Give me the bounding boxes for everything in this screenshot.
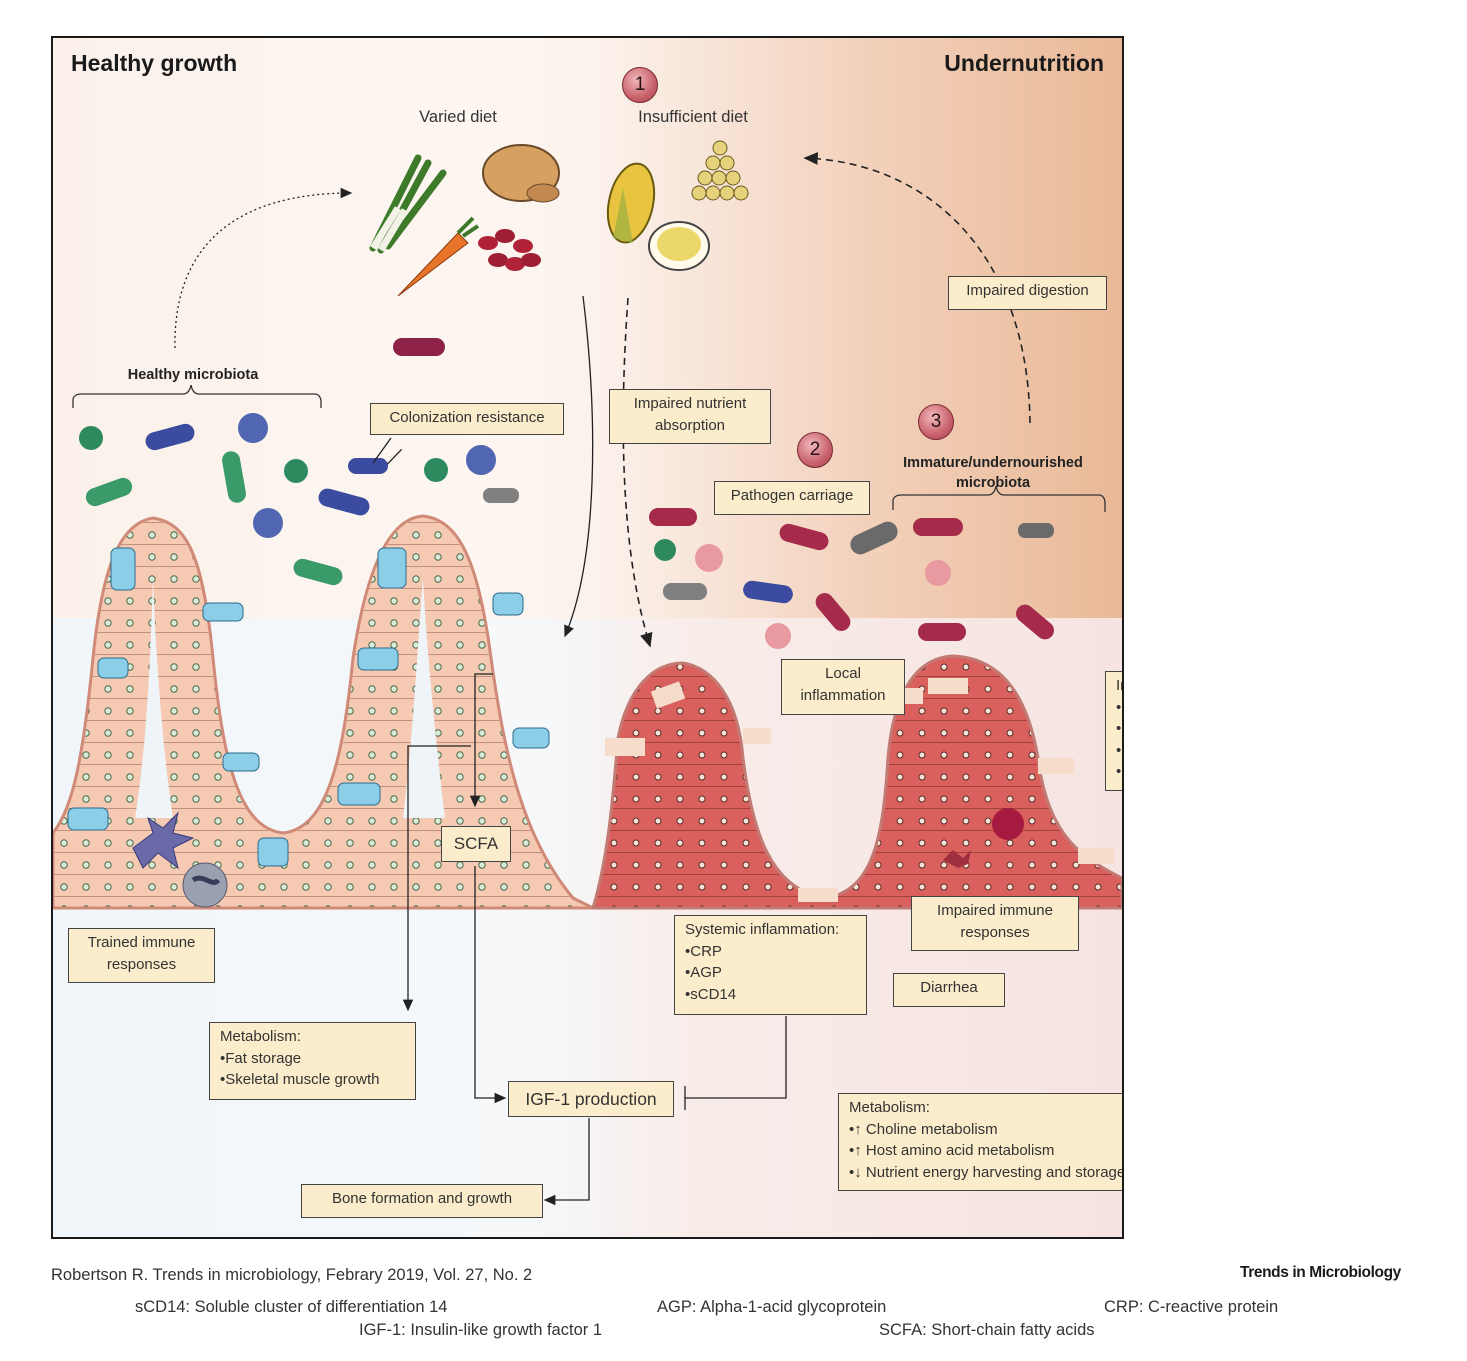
systemic-inflammation-box: Systemic inflammation: •CRP •AGP •sCD14 [674, 915, 867, 1015]
step-marker-1: 1 [622, 67, 658, 103]
barrier-item: • Blunted villi [1116, 698, 1122, 716]
undernutrition-heading: Undernutrition [944, 50, 1104, 76]
impaired-nutrient-line2: absorption [654, 416, 726, 434]
metabolism-undernutrition-title: Metabolism: [849, 1099, 930, 1116]
arrows [174, 152, 1031, 1206]
metabolism-healthy-item: •Fat storage [220, 1049, 302, 1067]
metabolism-healthy-box: Metabolism: •Fat storage •Skeletal muscl… [209, 1022, 416, 1100]
barrier-item: •↑ Epithelial permeability [1116, 763, 1122, 780]
impaired-intestinal-barrier-box: Impaired intestinal barrier: • Blunted v… [1105, 671, 1122, 791]
barrier-item: •↓ Tight junction proteins (claudin-4) [1116, 741, 1122, 759]
impaired-nutrient-absorption-box: Impaired nutrient absorption [609, 389, 771, 444]
pathogen-bacteria [649, 508, 1054, 840]
step-marker-3: 3 [918, 404, 954, 440]
citation: Robertson R. Trends in microbiology, Feb… [51, 1266, 533, 1284]
trained-immune-line2: responses [106, 955, 177, 973]
damaged-villi [590, 654, 1122, 910]
impaired-digestion-box: Impaired digestion [948, 276, 1107, 310]
healthy-microbiota-bacteria [79, 338, 519, 586]
braces [72, 384, 1106, 512]
systemic-item: •CRP [685, 942, 722, 960]
barrier-item: •↓ Mucosal integrity [1116, 720, 1122, 737]
varied-diet-label: Varied diet [419, 108, 497, 126]
impaired-immune-responses-box: Impaired immune responses [911, 896, 1079, 951]
abbr-igf1: IGF-1: Insulin-like growth factor 1 [359, 1321, 603, 1339]
immature-microbiota-label-line1: Immature/undernourished [903, 455, 1083, 471]
metabolism-healthy-title: Metabolism: [220, 1028, 301, 1045]
immune-cell-icon [943, 850, 971, 868]
immature-microbiota-label-line2: microbiota [955, 475, 1031, 491]
trained-immune-responses-box: Trained immune responses [68, 928, 215, 983]
metabolism-undernutrition-item: •↑ Choline metabolism [849, 1120, 998, 1138]
scfa-box: SCFA [441, 826, 511, 862]
local-inflammation-line2: inflammation [800, 686, 886, 704]
abbr-scfa: SCFA: Short-chain fatty acids [879, 1321, 1095, 1339]
figure-frame: Healthy growth Undernutrition 1 2 3 Vari… [51, 36, 1124, 1239]
insufficient-diet-label: Insufficient diet [638, 108, 748, 126]
barrier-title: Impaired intestinal barrier: [1116, 677, 1122, 694]
colonization-resistance-box: Colonization resistance [370, 403, 564, 435]
metabolism-undernutrition-box: Metabolism: •↑ Choline metabolism •↑ Hos… [838, 1093, 1124, 1191]
systemic-item: •sCD14 [685, 985, 737, 1003]
local-inflammation-box: Local inflammation [781, 659, 905, 715]
bone-formation-box: Bone formation and growth [301, 1184, 543, 1218]
impaired-nutrient-line1: Impaired nutrient [633, 395, 747, 412]
abbr-crp: CRP: C-reactive protein [1104, 1298, 1279, 1316]
neutrophil-icon [182, 862, 228, 908]
leek-icon [369, 154, 447, 254]
impaired-immune-line1: Impaired immune [937, 902, 1053, 919]
corn-icon [606, 162, 656, 244]
healthy-growth-heading: Healthy growth [71, 50, 238, 76]
igf1-production-box: IGF-1 production [508, 1081, 674, 1117]
metabolism-healthy-item: •Skeletal muscle growth [220, 1071, 380, 1088]
systemic-item: •AGP [685, 964, 722, 981]
immature-microbiota-label: Immature/undernourished microbiota [873, 453, 1113, 493]
healthy-microbiota-label: Healthy microbiota [127, 367, 259, 383]
dendritic-cell-icon [132, 811, 195, 870]
systemic-title: Systemic inflammation: [685, 921, 840, 938]
abbr-agp: AGP: Alpha-1-acid glycoprotein [657, 1298, 887, 1316]
metabolism-undernutrition-item: •↑ Host amino acid metabolism [849, 1142, 1055, 1159]
metabolism-undernutrition-item: •↓ Nutrient energy harvesting and storag… [849, 1163, 1124, 1181]
step-marker-2: 2 [797, 432, 833, 468]
diarrhea-box: Diarrhea [893, 973, 1005, 1007]
journal-brand: Trends in Microbiology [1240, 1264, 1401, 1281]
porridge-bowl-icon [648, 221, 710, 271]
chicken-icon [482, 144, 560, 203]
carrot-icon [397, 216, 480, 297]
healthy-villi [53, 514, 594, 910]
beans-icon [478, 229, 541, 271]
abbr-scd14: sCD14: Soluble cluster of differentiatio… [135, 1298, 448, 1316]
trained-immune-line1: Trained immune [87, 934, 196, 951]
chickpeas-icon [691, 140, 749, 201]
impaired-immune-line2: responses [960, 923, 1030, 941]
pathogen-carriage-box: Pathogen carriage [714, 481, 870, 515]
diagram-artwork [53, 140, 1122, 1206]
local-inflammation-line1: Local [825, 665, 861, 682]
